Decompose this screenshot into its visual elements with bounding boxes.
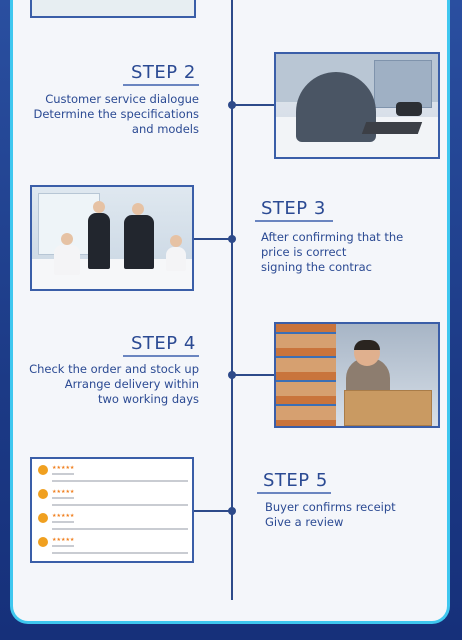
step2-line-2: Determine the specifications bbox=[33, 107, 199, 121]
meeting-head-3 bbox=[132, 203, 144, 215]
reviewer-avatar-icon bbox=[38, 465, 48, 475]
office-shelf bbox=[374, 60, 432, 108]
meeting-person-4 bbox=[166, 247, 186, 271]
step3-title: STEP 3 bbox=[261, 198, 326, 219]
step5-dot bbox=[228, 507, 236, 515]
review-line bbox=[52, 528, 188, 530]
timeline-line bbox=[231, 0, 233, 600]
step2-connector bbox=[232, 104, 274, 106]
step2-description: Customer service dialogue Determine the … bbox=[17, 92, 199, 137]
step4-line-3: two working days bbox=[97, 392, 199, 406]
review-line bbox=[52, 480, 188, 482]
review-line bbox=[52, 545, 74, 547]
meeting-person-1 bbox=[54, 245, 80, 275]
review-stars: ★★★★★ bbox=[52, 489, 75, 495]
step5-underline bbox=[257, 492, 331, 494]
warehouse-box bbox=[344, 390, 432, 426]
step3-meeting-photo bbox=[30, 185, 194, 291]
reviewer-avatar-icon bbox=[38, 489, 48, 499]
step2-line-1: Customer service dialogue bbox=[45, 92, 199, 106]
step2-line-3: and models bbox=[131, 122, 199, 136]
warehouse-rack bbox=[276, 324, 336, 426]
step4-underline bbox=[123, 355, 199, 357]
previous-step-photo bbox=[30, 0, 196, 18]
step5-title: STEP 5 bbox=[263, 470, 328, 491]
step3-line-1: After confirming that the bbox=[261, 230, 404, 244]
review-stars: ★★★★★ bbox=[52, 465, 75, 471]
step5-line-1: Buyer confirms receipt bbox=[265, 500, 396, 514]
step3-underline bbox=[255, 220, 333, 222]
meeting-head-1 bbox=[61, 233, 73, 245]
review-line bbox=[52, 497, 74, 499]
review-line bbox=[52, 552, 188, 554]
step5-review-screenshot: ★★★★★ ★★★★★ ★★★★★ ★★★★★ bbox=[30, 457, 194, 563]
step3-description: After confirming that the price is corre… bbox=[261, 230, 446, 275]
meeting-person-2 bbox=[88, 213, 110, 269]
warehouse-worker-hair bbox=[354, 340, 380, 350]
office-keyboard bbox=[361, 122, 423, 134]
step2-office-photo bbox=[274, 52, 440, 159]
step4-description: Check the order and stock up Arrange del… bbox=[17, 362, 199, 407]
step5-description: Buyer confirms receipt Give a review bbox=[265, 500, 445, 530]
reviewer-avatar-icon bbox=[38, 513, 48, 523]
step2-underline bbox=[123, 84, 199, 86]
step3-connector bbox=[194, 238, 232, 240]
meeting-head-4 bbox=[170, 235, 182, 247]
review-stars: ★★★★★ bbox=[52, 537, 75, 543]
step4-connector bbox=[232, 374, 274, 376]
step4-line-1: Check the order and stock up bbox=[29, 362, 199, 376]
meeting-person-3 bbox=[124, 215, 154, 269]
step5-line-2: Give a review bbox=[265, 515, 344, 529]
step4-title: STEP 4 bbox=[131, 333, 196, 354]
review-line bbox=[52, 504, 188, 506]
step5-connector bbox=[194, 510, 232, 512]
step4-warehouse-photo bbox=[274, 322, 440, 428]
review-stars: ★★★★★ bbox=[52, 513, 75, 519]
step3-dot bbox=[228, 235, 236, 243]
process-panel: STEP 2 Customer service dialogue Determi… bbox=[10, 0, 450, 624]
review-line bbox=[52, 521, 74, 523]
reviewer-avatar-icon bbox=[38, 537, 48, 547]
step3-line-3: signing the contrac bbox=[261, 260, 372, 274]
step2-title: STEP 2 bbox=[131, 62, 196, 83]
meeting-head-2 bbox=[93, 201, 105, 213]
office-phone bbox=[396, 102, 422, 116]
step4-line-2: Arrange delivery within bbox=[64, 377, 199, 391]
review-line bbox=[52, 473, 74, 475]
step3-line-2: price is correct bbox=[261, 245, 347, 259]
